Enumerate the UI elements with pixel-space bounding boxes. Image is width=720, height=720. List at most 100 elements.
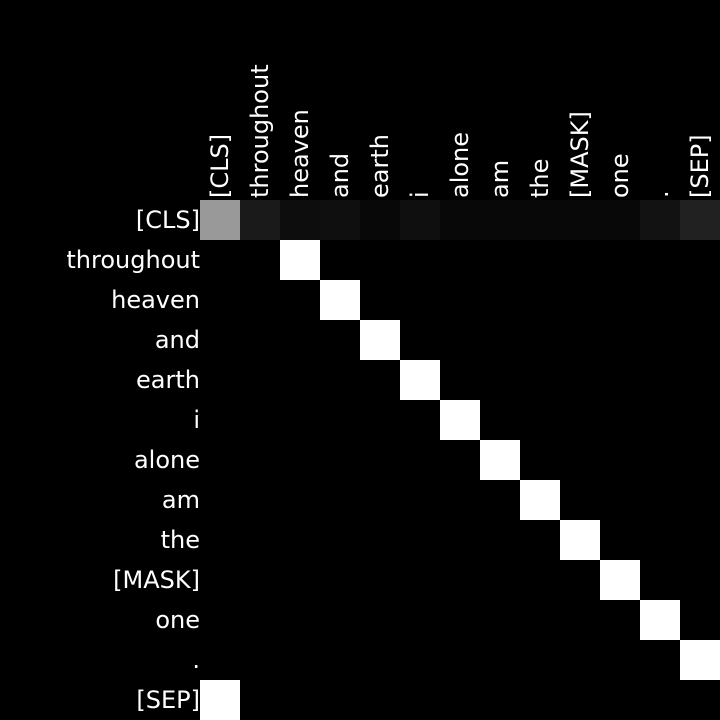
heatmap-cell-r0-c2: [280, 200, 320, 240]
heatmap-cell-r8-c3: [320, 520, 360, 560]
heatmap-cell-r2-c9: [560, 280, 600, 320]
heatmap-cell-r7-c7: [480, 480, 520, 520]
heatmap-cell-r2-c7: [480, 280, 520, 320]
heatmap-cell-r5-c8: [520, 400, 560, 440]
row-label: .: [192, 646, 200, 674]
heatmap-cell-r4-c2: [280, 360, 320, 400]
heatmap-cell-r2-c11: [640, 280, 680, 320]
heatmap-cell-r11-c10: [600, 640, 640, 680]
heatmap-cell-r7-c0: [200, 480, 240, 520]
heatmap-cell-r8-c7: [480, 520, 520, 560]
heatmap-cell-r11-c4: [360, 640, 400, 680]
heatmap-cell-r12-c9: [560, 680, 600, 720]
heatmap-cell-r2-c1: [240, 280, 280, 320]
heatmap-cell-r9-c3: [320, 560, 360, 600]
heatmap-cell-r6-c2: [280, 440, 320, 480]
heatmap-cell-r2-c3: [320, 280, 360, 320]
row-label: heaven: [111, 286, 200, 314]
heatmap-cell-r3-c3: [320, 320, 360, 360]
heatmap-cell-r7-c10: [600, 480, 640, 520]
heatmap-cell-r1-c2: [280, 240, 320, 280]
heatmap-cell-r3-c9: [560, 320, 600, 360]
heatmap-cell-r3-c12: [680, 320, 720, 360]
row-label: the: [161, 526, 200, 554]
heatmap-cell-r1-c8: [520, 240, 560, 280]
heatmap-cell-r8-c2: [280, 520, 320, 560]
heatmap-cell-r6-c9: [560, 440, 600, 480]
heatmap-cell-r4-c10: [600, 360, 640, 400]
heatmap-cell-r2-c12: [680, 280, 720, 320]
heatmap-cell-r1-c12: [680, 240, 720, 280]
heatmap-cell-r11-c2: [280, 640, 320, 680]
row-label: one: [155, 606, 200, 634]
heatmap-cell-r10-c7: [480, 600, 520, 640]
row-label: i: [193, 406, 200, 434]
heatmap-cell-r12-c8: [520, 680, 560, 720]
heatmap-cell-r6-c11: [640, 440, 680, 480]
column-label: .: [646, 190, 674, 198]
heatmap-cell-r8-c1: [240, 520, 280, 560]
column-label: and: [326, 153, 354, 198]
heatmap-cell-r11-c7: [480, 640, 520, 680]
heatmap-cell-r10-c0: [200, 600, 240, 640]
heatmap-cell-r10-c1: [240, 600, 280, 640]
heatmap-cell-r2-c8: [520, 280, 560, 320]
heatmap-cell-r3-c1: [240, 320, 280, 360]
heatmap-cell-r3-c5: [400, 320, 440, 360]
heatmap-cell-r12-c11: [640, 680, 680, 720]
heatmap-cell-r12-c10: [600, 680, 640, 720]
heatmap-cell-r7-c3: [320, 480, 360, 520]
heatmap-cell-r10-c5: [400, 600, 440, 640]
heatmap-cell-r9-c2: [280, 560, 320, 600]
heatmap-cell-r2-c2: [280, 280, 320, 320]
heatmap-cell-r3-c11: [640, 320, 680, 360]
heatmap-cell-r8-c9: [560, 520, 600, 560]
heatmap-cell-r7-c6: [440, 480, 480, 520]
heatmap-cell-r3-c8: [520, 320, 560, 360]
heatmap-cell-r5-c10: [600, 400, 640, 440]
heatmap-cell-r5-c2: [280, 400, 320, 440]
heatmap-cell-r7-c9: [560, 480, 600, 520]
heatmap-cell-r4-c9: [560, 360, 600, 400]
heatmap-cell-r8-c0: [200, 520, 240, 560]
heatmap-cell-r10-c9: [560, 600, 600, 640]
heatmap-cell-r3-c4: [360, 320, 400, 360]
heatmap-cell-r9-c1: [240, 560, 280, 600]
heatmap-cell-r1-c7: [480, 240, 520, 280]
heatmap-cell-r10-c2: [280, 600, 320, 640]
heatmap-cell-r3-c10: [600, 320, 640, 360]
heatmap-cell-r1-c1: [240, 240, 280, 280]
row-label: throughout: [66, 246, 200, 274]
heatmap-cell-r8-c10: [600, 520, 640, 560]
heatmap-cell-r9-c5: [400, 560, 440, 600]
heatmap-cell-r10-c4: [360, 600, 400, 640]
heatmap-cell-r8-c5: [400, 520, 440, 560]
heatmap-cell-r6-c8: [520, 440, 560, 480]
heatmap-cell-r12-c4: [360, 680, 400, 720]
heatmap-cell-r6-c0: [200, 440, 240, 480]
heatmap-cell-r12-c2: [280, 680, 320, 720]
heatmap-cell-r0-c10: [600, 200, 640, 240]
column-label: heaven: [286, 109, 314, 198]
heatmap-cell-r12-c6: [440, 680, 480, 720]
heatmap-cell-r4-c11: [640, 360, 680, 400]
column-label: am: [486, 160, 514, 198]
row-label: am: [162, 486, 200, 514]
heatmap-cell-r11-c9: [560, 640, 600, 680]
heatmap-cell-r9-c11: [640, 560, 680, 600]
heatmap-cell-r10-c3: [320, 600, 360, 640]
heatmap-cell-r1-c3: [320, 240, 360, 280]
heatmap-cell-r8-c8: [520, 520, 560, 560]
heatmap-cell-r3-c0: [200, 320, 240, 360]
heatmap-cell-r11-c11: [640, 640, 680, 680]
heatmap-cell-r5-c0: [200, 400, 240, 440]
heatmap-cell-r1-c0: [200, 240, 240, 280]
heatmap-cell-r0-c0: [200, 200, 240, 240]
heatmap-cell-r5-c5: [400, 400, 440, 440]
heatmap-cell-r2-c4: [360, 280, 400, 320]
heatmap-cell-r1-c11: [640, 240, 680, 280]
heatmap-cell-r6-c3: [320, 440, 360, 480]
column-label: earth: [366, 134, 394, 198]
heatmap-cell-r4-c6: [440, 360, 480, 400]
